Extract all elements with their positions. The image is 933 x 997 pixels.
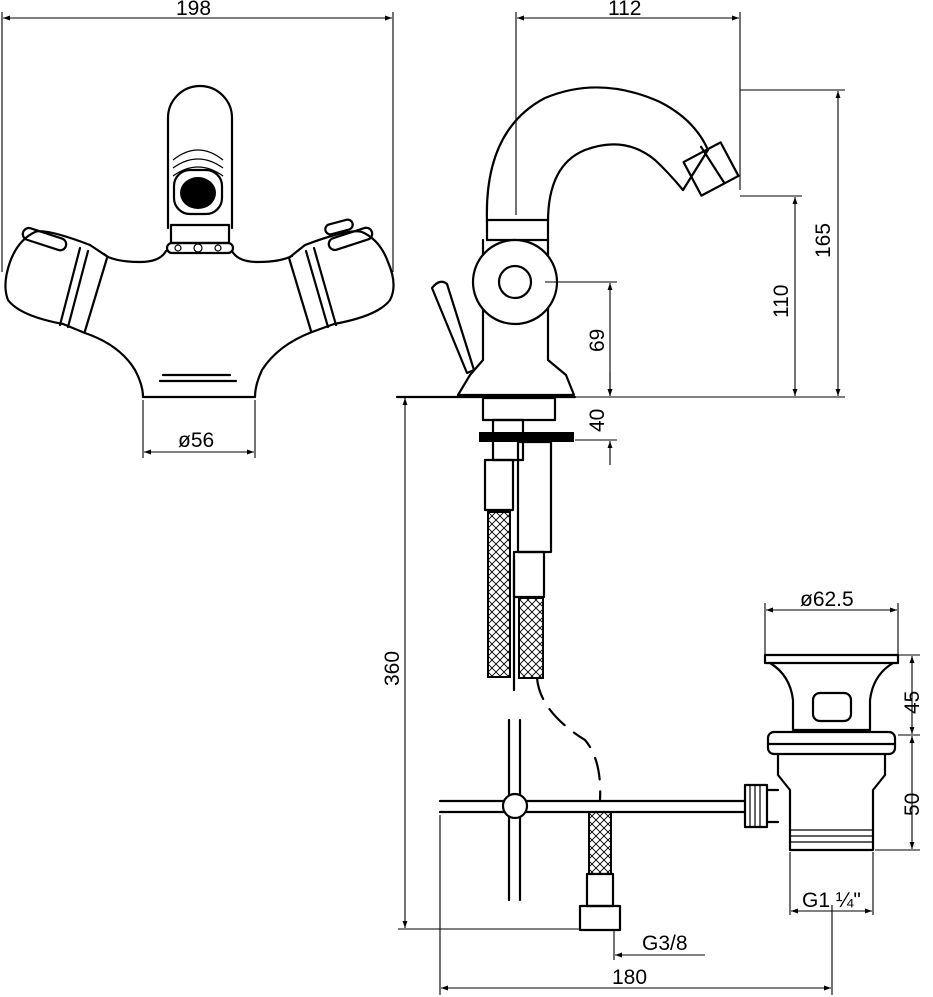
total-height-label: 165	[812, 223, 835, 258]
hose-length-label: 360	[381, 651, 404, 686]
faucet-front-body	[4, 84, 395, 399]
basin-line-and-mounting	[438, 676, 747, 932]
side-view: 112	[381, 0, 845, 995]
waste-distance-label: 180	[612, 966, 647, 989]
hose-connection-dimension: G3/8	[613, 930, 705, 960]
width-label: 198	[176, 0, 211, 20]
under-deck-parts	[479, 396, 574, 692]
outlet-height-label: 110	[770, 285, 793, 318]
hose-connection-label: G3/8	[642, 932, 688, 955]
head-height-label: 45	[901, 691, 924, 714]
base-diameter-dimension: ø56	[142, 400, 256, 458]
base-diameter-label: ø56	[178, 429, 214, 452]
deck-thickness-label: 40	[586, 409, 609, 432]
aerator-outlet	[180, 177, 216, 209]
faucet-side-body	[430, 86, 740, 397]
lever-handle	[430, 280, 476, 375]
hose-length-dimension: 360	[381, 396, 580, 930]
pop-up-waste: ø62.5 45 50 G1 ¼"	[743, 588, 924, 915]
thread-label: G1 ¼"	[802, 889, 861, 912]
spout-reach-dimension: 112	[515, 0, 741, 215]
height-dimensions: 165 110 69 40	[545, 89, 845, 465]
lever-axis-height-label: 69	[586, 329, 609, 352]
spout-reach-label: 112	[608, 0, 641, 20]
waste-distance-dimension: 180	[439, 815, 833, 995]
width-dimension: 198	[1, 0, 394, 272]
front-view: 198 ø56	[1, 0, 395, 458]
body-height-label: 50	[901, 793, 924, 816]
head-diameter-label: ø62.5	[800, 588, 854, 611]
